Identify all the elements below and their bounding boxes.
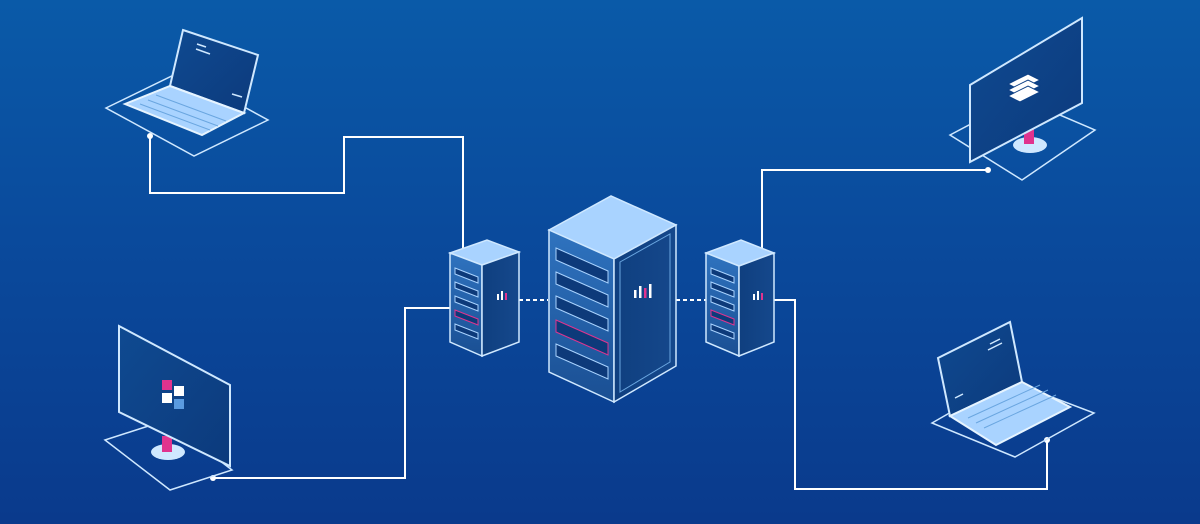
laptop-bottom-right bbox=[930, 320, 1096, 458]
laptop-keyboard-deck bbox=[122, 84, 247, 137]
screen-text-line bbox=[954, 393, 964, 399]
connector-lines bbox=[149, 136, 1048, 490]
rack-door-outline bbox=[619, 233, 671, 393]
line-laptop-top-left-to-server-left bbox=[149, 136, 464, 252]
connector-dot bbox=[985, 167, 991, 173]
rack-slots bbox=[710, 267, 735, 340]
base-plate-outline bbox=[104, 71, 270, 157]
laptop-top-left bbox=[104, 28, 270, 157]
keyboard-keys bbox=[967, 384, 1057, 429]
rack-slots bbox=[555, 247, 609, 380]
line-monitor-bottom-left-to-server-left bbox=[213, 307, 451, 479]
connector-dot bbox=[147, 133, 153, 139]
monitor-stand-neck bbox=[1024, 128, 1034, 144]
rack-side bbox=[481, 250, 520, 358]
status-bars-icon bbox=[634, 284, 652, 298]
rack-side bbox=[613, 223, 677, 404]
line-monitor-top-right-to-server-right bbox=[761, 169, 988, 250]
screen-text-line bbox=[987, 342, 1003, 351]
server-center bbox=[547, 195, 678, 404]
screen-text-line bbox=[196, 43, 207, 48]
keyboard-keys bbox=[139, 94, 227, 131]
line-laptop-bottom-right-to-server-right bbox=[772, 299, 1048, 490]
server-left bbox=[447, 239, 522, 358]
monitor-stand-base bbox=[1013, 137, 1047, 153]
status-bars-icon bbox=[497, 291, 507, 300]
database-stack-icon bbox=[1006, 73, 1042, 103]
screen-text-line bbox=[231, 93, 243, 98]
status-bars-icon bbox=[753, 291, 763, 300]
monitor-stand-neck bbox=[162, 436, 172, 452]
server-right bbox=[703, 239, 777, 358]
monitor-bottom-left bbox=[103, 324, 234, 491]
rack-slots bbox=[454, 267, 479, 340]
screen-text-line bbox=[989, 338, 1001, 345]
base-plate-outline bbox=[103, 419, 234, 491]
screen-text-line bbox=[195, 48, 211, 55]
monitor-top-right bbox=[948, 16, 1097, 181]
laptop-keyboard-deck bbox=[947, 380, 1073, 447]
grid-squares-icon bbox=[162, 380, 184, 409]
rack-side bbox=[738, 251, 775, 358]
